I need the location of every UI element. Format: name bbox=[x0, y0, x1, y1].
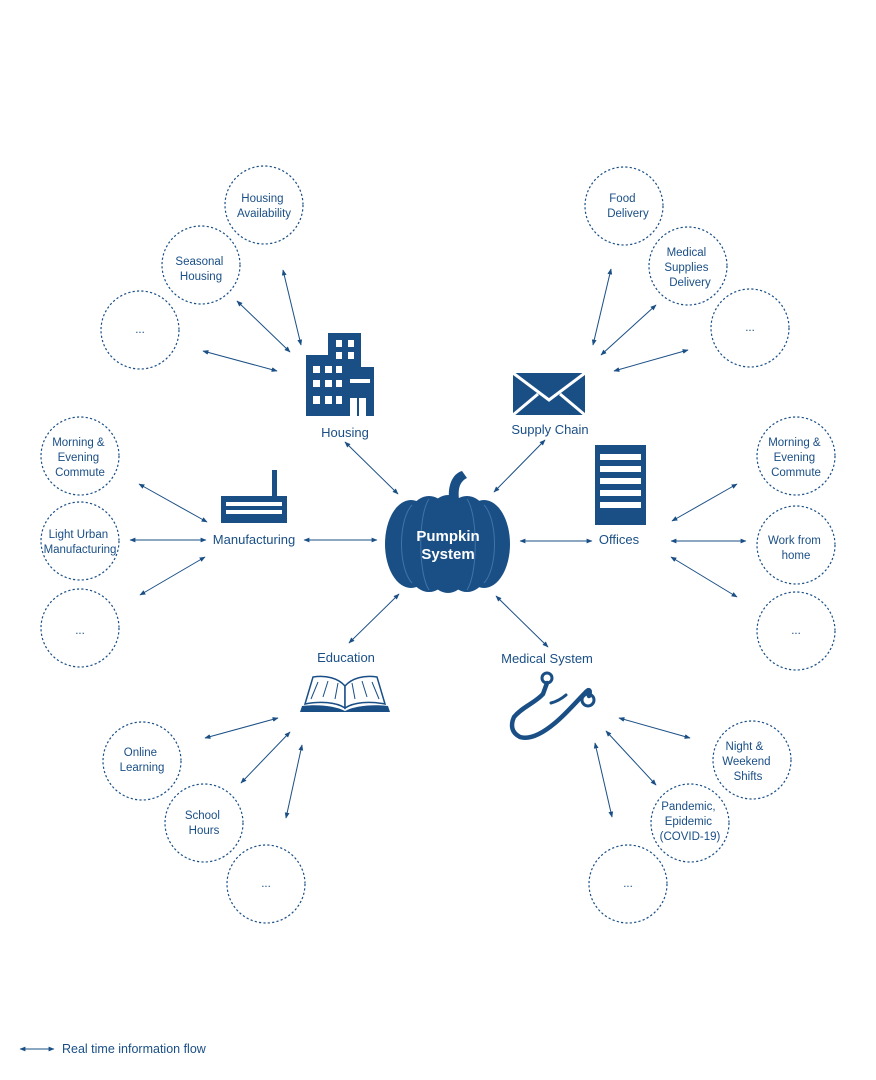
arrow-center-supply bbox=[493, 439, 546, 493]
arrow-supply-medical bbox=[600, 304, 657, 356]
bubble-school-hours: School Hours bbox=[164, 783, 244, 863]
arrow-med-night bbox=[618, 717, 691, 739]
arrow-housing-seasonal bbox=[236, 300, 291, 353]
arrow-edu-online bbox=[204, 717, 279, 739]
bubble-text: ... bbox=[623, 878, 633, 890]
bubble-medical-supplies: Medical Supplies Delivery bbox=[648, 226, 728, 306]
bubble-text: Online Learning bbox=[120, 747, 165, 774]
arrow-med-more bbox=[593, 742, 614, 818]
medical-node: Medical System bbox=[501, 651, 596, 740]
arrows bbox=[129, 268, 747, 819]
arrow-supply-food bbox=[591, 268, 613, 346]
stethoscope-icon bbox=[509, 671, 596, 740]
education-node: Education bbox=[300, 650, 390, 712]
bubble-light-urban: Light Urban Manufacturing bbox=[40, 501, 120, 581]
arrow-manuf-more bbox=[139, 556, 206, 596]
bubble-text: Morning & Evening Commute bbox=[768, 437, 824, 479]
bubble-work-from-home: Work from home bbox=[756, 505, 836, 585]
bubble-text: ... bbox=[791, 625, 801, 637]
arrow-med-pandemic bbox=[605, 730, 657, 786]
bubble-text: ... bbox=[75, 625, 85, 637]
supply-chain-node: Supply Chain bbox=[511, 371, 589, 437]
bubble-housing-more: ... bbox=[100, 290, 180, 370]
arrow-manuf-commute bbox=[138, 483, 208, 523]
bubble-text: Seasonal Housing bbox=[175, 256, 226, 283]
manufacturing-node: Manufacturing bbox=[213, 470, 295, 547]
bubble-housing-availability: Housing Availability bbox=[224, 165, 304, 245]
arrow-center-medical bbox=[495, 595, 549, 648]
arrow-supply-more bbox=[613, 349, 689, 372]
bubble-text: Light Urban Manufacturing bbox=[44, 529, 117, 556]
bubble-seasonal-housing: Seasonal Housing bbox=[161, 225, 241, 305]
bubble-night-shifts: Night & Weekend Shifts bbox=[712, 720, 792, 800]
bubble-text: Housing Availability bbox=[237, 193, 291, 220]
bubble-medical-more: ... bbox=[588, 844, 668, 924]
factory-icon bbox=[221, 470, 287, 523]
bubble-manuf-commute: Morning & Evening Commute bbox=[40, 416, 120, 496]
envelope-icon bbox=[512, 371, 586, 417]
arrow-offices-more bbox=[670, 556, 738, 598]
education-label: Education bbox=[317, 650, 375, 665]
offices-node: Offices bbox=[595, 445, 646, 547]
arrow-offices-commute bbox=[671, 483, 738, 522]
center-label-line1: Pumpkin bbox=[416, 528, 479, 545]
building-icon bbox=[306, 333, 374, 416]
bubble-text: ... bbox=[135, 324, 145, 336]
pumpkin-system-node: Pumpkin System bbox=[385, 471, 510, 593]
office-tower-icon bbox=[595, 445, 646, 525]
bubble-offices-more: ... bbox=[756, 591, 836, 671]
bubble-text: Morning & Evening Commute bbox=[52, 437, 108, 479]
legend: Real time information flow bbox=[19, 1042, 207, 1056]
bubble-education-more: ... bbox=[226, 844, 306, 924]
supply-chain-label: Supply Chain bbox=[511, 422, 588, 437]
pumpkin-icon bbox=[385, 471, 510, 593]
bubble-text: Pandemic, Epidemic (COVID-19) bbox=[660, 801, 721, 843]
bubble-online-learning: Online Learning bbox=[102, 721, 182, 801]
bubble-pandemic: Pandemic, Epidemic (COVID-19) bbox=[650, 783, 730, 863]
bubble-text: ... bbox=[745, 322, 755, 334]
bubble-text: ... bbox=[261, 878, 271, 890]
offices-label: Offices bbox=[599, 532, 640, 547]
bubble-text: School Hours bbox=[185, 810, 223, 837]
medical-label: Medical System bbox=[501, 651, 593, 666]
bubble-offices-commute: Morning & Evening Commute bbox=[756, 416, 836, 496]
arrow-center-education bbox=[348, 593, 400, 644]
bubble-text: Night & Weekend Shifts bbox=[722, 741, 774, 783]
housing-node: Housing bbox=[306, 333, 374, 440]
bubble-supply-more: ... bbox=[710, 288, 790, 368]
housing-label: Housing bbox=[321, 425, 369, 440]
arrow-housing-availability bbox=[281, 269, 303, 346]
bubble-text: Food Delivery bbox=[607, 193, 649, 220]
arrow-center-housing bbox=[344, 441, 399, 495]
legend-label: Real time information flow bbox=[62, 1042, 207, 1056]
bubble-text: Medical Supplies Delivery bbox=[664, 247, 711, 289]
center-label-line2: System bbox=[421, 546, 474, 563]
bubble-text: Work from home bbox=[768, 535, 824, 562]
arrow-housing-more bbox=[202, 350, 278, 372]
book-icon bbox=[300, 675, 390, 712]
bubble-food-delivery: Food Delivery bbox=[584, 166, 664, 246]
arrow-edu-more bbox=[284, 744, 304, 819]
arrow-edu-school bbox=[240, 731, 291, 784]
bubble-manuf-more: ... bbox=[40, 588, 120, 668]
manufacturing-label: Manufacturing bbox=[213, 532, 295, 547]
